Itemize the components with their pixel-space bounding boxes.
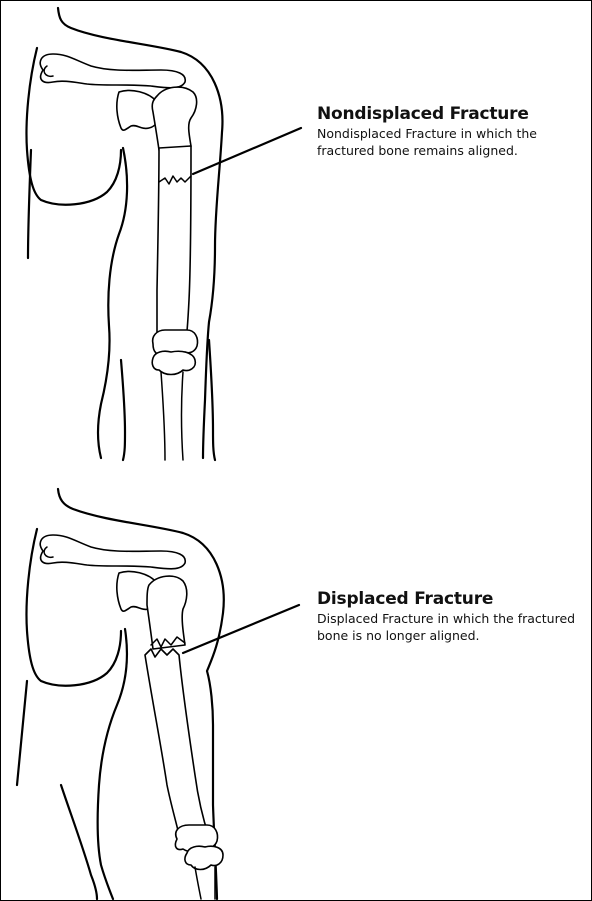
displaced-caption: Displaced Fracture Displaced Fracture in… xyxy=(317,589,589,644)
arm-inner-outline xyxy=(98,629,127,899)
torso-left-outline xyxy=(17,681,27,785)
pointer-line xyxy=(183,605,299,653)
nondisplaced-arm-illustration xyxy=(1,0,590,460)
humerus-head xyxy=(152,87,196,150)
radius-ulna-head xyxy=(185,846,223,869)
figure-title: Displaced Fracture xyxy=(317,589,589,609)
humerus-head xyxy=(147,576,187,649)
figure-description: Displaced Fracture in which the fracture… xyxy=(317,610,589,644)
radius xyxy=(182,372,184,460)
radius-ulna-head xyxy=(152,351,195,374)
humerus-shaft-displaced xyxy=(145,649,209,843)
clavicle xyxy=(40,54,185,88)
forearm-inner xyxy=(121,360,125,460)
forearm-outer xyxy=(209,340,215,460)
displaced-fracture-panel: Displaced Fracture Displaced Fracture in… xyxy=(1,485,590,899)
ulna xyxy=(195,867,201,899)
displaced-arm-illustration xyxy=(1,485,590,899)
ulna xyxy=(161,372,165,460)
figure-description: Nondisplaced Fracture in which the fract… xyxy=(317,125,589,159)
clavicle xyxy=(40,535,185,569)
pointer-line xyxy=(193,128,301,174)
forearm-inner xyxy=(61,785,97,899)
nondisplaced-fracture-panel: Nondisplaced Fracture Nondisplaced Fract… xyxy=(1,0,590,460)
figure-title: Nondisplaced Fracture xyxy=(317,104,589,124)
nondisplaced-caption: Nondisplaced Fracture Nondisplaced Fract… xyxy=(317,104,589,159)
